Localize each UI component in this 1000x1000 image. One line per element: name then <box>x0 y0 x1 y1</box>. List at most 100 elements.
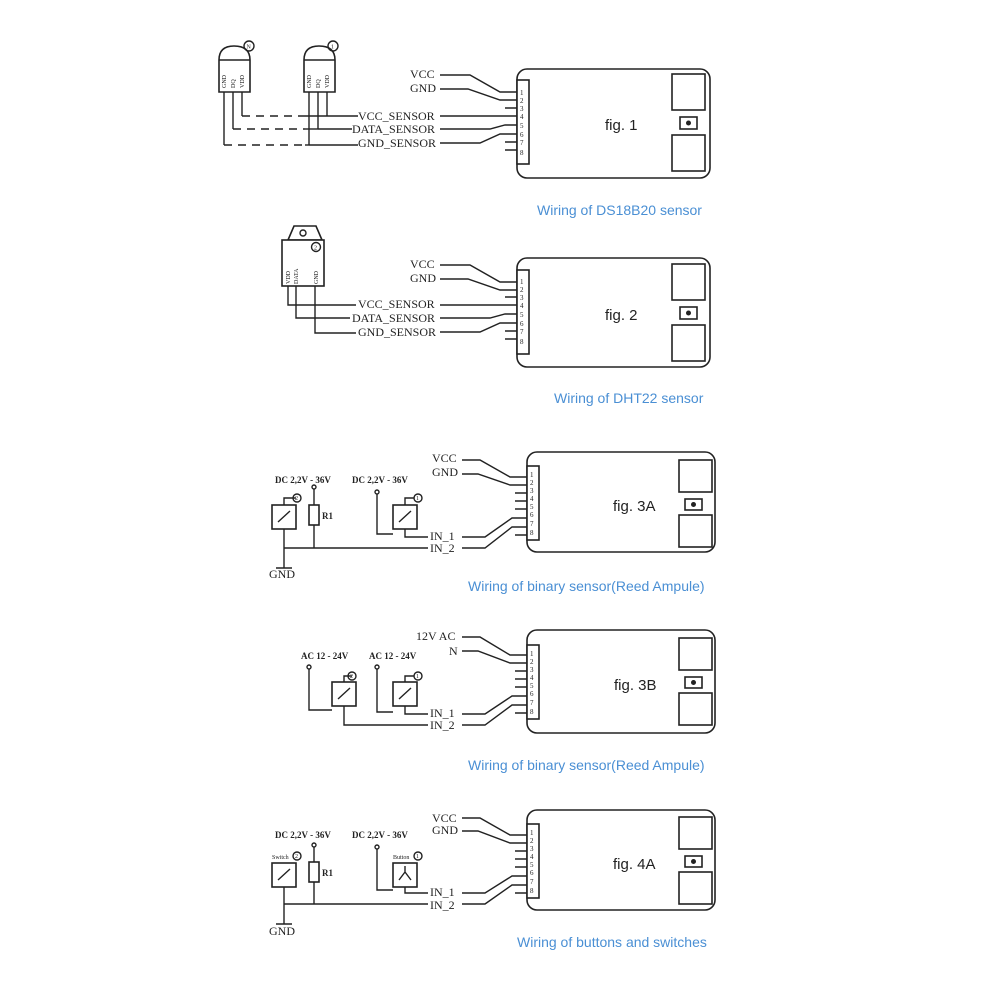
resistor-label: R1 <box>322 868 333 878</box>
ds18b20-sensor-a: GND DQ VDD N <box>218 40 255 93</box>
sensor-a-pin-gnd: GND <box>222 74 228 88</box>
pin-number: 8 <box>520 149 524 157</box>
pin-number: 2 <box>530 658 534 666</box>
pin-number: 1 <box>530 471 534 479</box>
pin-number: 7 <box>530 520 534 528</box>
pin-number: 4 <box>520 113 524 121</box>
svg-text:1: 1 <box>416 674 419 680</box>
wire-label-vcc: VCC <box>410 257 435 271</box>
pin-number: 6 <box>530 511 534 519</box>
pin-number: 1 <box>520 278 524 286</box>
wire-label-in2: IN_2 <box>430 898 455 912</box>
sensor-b-pin-gnd: GND <box>307 74 313 88</box>
pin-number: 4 <box>520 302 524 310</box>
supply-label-left: AC 12 - 24V <box>301 651 349 661</box>
svg-text:2: 2 <box>295 496 298 502</box>
supply-label-left: DC 2,2V - 36V <box>275 830 331 840</box>
figure-3b: AC 12 - 24V AC 12 - 24V 2 1 12V AC N IN_… <box>301 629 716 773</box>
wire-label-in1: IN_1 <box>430 885 455 899</box>
dht22-pin-vdd: VDD <box>286 270 292 284</box>
pin-number: 3 <box>530 487 534 495</box>
pin-number: 4 <box>530 495 534 503</box>
figure-label-3a: fig. 3A <box>613 498 656 515</box>
wire-label-in2: IN_2 <box>430 541 455 555</box>
pin-number: 3 <box>520 105 524 113</box>
svg-text:2: 2 <box>295 854 298 860</box>
supply-label-right: AC 12 - 24V <box>369 651 417 661</box>
wire-label-gnd-sensor: GND_SENSOR <box>358 325 436 339</box>
caption-fig1: Wiring of DS18B20 sensor <box>537 202 702 218</box>
wire-label-in1: IN_1 <box>430 706 455 720</box>
wire-label-vcc: VCC <box>410 67 435 81</box>
ground-label: GND <box>269 924 295 938</box>
wire-label-gnd: GND <box>410 271 436 285</box>
pin-number: 8 <box>520 338 524 346</box>
pin-number: 7 <box>530 878 534 886</box>
pin-number: 6 <box>520 320 524 328</box>
sensor-a-pin-vdd: VDD <box>240 74 246 88</box>
pin-number: 5 <box>530 682 534 690</box>
wire-label-in1: IN_1 <box>430 529 455 543</box>
caption-fig3a: Wiring of binary sensor(Reed Ampule) <box>468 578 705 594</box>
svg-text:1: 1 <box>416 854 419 860</box>
ds18b20-sensor-b: GND DQ VDD 1 <box>303 40 339 93</box>
pin-number: 1 <box>520 89 524 97</box>
svg-text:1: 1 <box>416 496 419 502</box>
supply-label-right: DC 2,2V - 36V <box>352 475 408 485</box>
sensor-b-pin-vdd: VDD <box>325 74 331 88</box>
figure-1: GND DQ VDD N GND DQ VDD 1 VCC GND <box>218 40 711 218</box>
dht22-sensor: 2 VDD DATA GND <box>281 225 325 287</box>
pin-number: 7 <box>520 328 524 336</box>
supply-label-left: DC 2,2V - 36V <box>275 475 331 485</box>
pin-number: 4 <box>530 674 534 682</box>
button-label: Button <box>393 855 409 861</box>
pin-numbers-fig3b: 1 2 3 4 5 6 7 8 <box>530 650 534 716</box>
caption-fig3b: Wiring of binary sensor(Reed Ampule) <box>468 757 705 773</box>
pin-number: 2 <box>520 286 524 294</box>
wire-label-12v-ac: 12V AC <box>416 629 455 643</box>
wire-label-vcc: VCC <box>432 451 457 465</box>
pin-number: 5 <box>520 311 524 319</box>
pin-number: 8 <box>530 529 534 537</box>
dht22-pin-data: DATA <box>294 268 300 284</box>
wire-label-gnd-sensor: GND_SENSOR <box>358 136 436 150</box>
wire-label-vcc-sensor: VCC_SENSOR <box>358 109 435 123</box>
pin-numbers-fig2: 1 2 3 4 5 6 7 8 <box>520 278 524 346</box>
pin-number: 3 <box>520 294 524 302</box>
controller-fig3b: fig. 3B <box>526 629 716 734</box>
pin-numbers-fig1: 1 2 3 4 5 6 7 8 <box>520 89 524 157</box>
pin-number: 1 <box>530 650 534 658</box>
resistor-label: R1 <box>322 511 333 521</box>
pin-number: 2 <box>520 97 524 105</box>
pin-number: 2 <box>530 837 534 845</box>
sensor-b-pin-dq: DQ <box>316 79 322 88</box>
pin-number: 6 <box>530 869 534 877</box>
figure-3a: DC 2,2V - 36V DC 2,2V - 36V 2 GND R1 1 V… <box>269 451 716 594</box>
pin-number: 5 <box>530 861 534 869</box>
wire-label-gnd: GND <box>432 823 458 837</box>
svg-text:2: 2 <box>350 674 353 680</box>
wire-label-vcc: VCC <box>432 811 457 825</box>
dht22-pin-gnd: GND <box>314 270 320 284</box>
pin-number: 6 <box>530 690 534 698</box>
wire-label-data-sensor: DATA_SENSOR <box>352 122 435 136</box>
pin-number: 1 <box>530 829 534 837</box>
figure-4a: DC 2,2V - 36V DC 2,2V - 36V Switch 2 GND… <box>269 809 716 950</box>
pin-number: 5 <box>520 122 524 130</box>
caption-fig2: Wiring of DHT22 sensor <box>554 390 704 406</box>
dht22-mark: 2 <box>314 246 317 252</box>
wire-label-in2: IN_2 <box>430 718 455 732</box>
controller-fig3a: fig. 3A <box>526 451 716 553</box>
controller-fig4a: fig. 4A <box>526 809 716 911</box>
pin-number: 5 <box>530 503 534 511</box>
figure-label-3b: fig. 3B <box>614 677 657 694</box>
supply-label-right: DC 2,2V - 36V <box>352 830 408 840</box>
pin-number: 8 <box>530 708 534 716</box>
pin-number: 3 <box>530 666 534 674</box>
wire-label-n: N <box>449 644 458 658</box>
pin-numbers-fig4a: 1 2 3 4 5 6 7 8 <box>530 829 534 895</box>
controller-fig1: fig. 1 <box>516 68 711 179</box>
sensor-a-pin-dq: DQ <box>231 79 237 88</box>
figure-label-1: fig. 1 <box>605 117 638 134</box>
